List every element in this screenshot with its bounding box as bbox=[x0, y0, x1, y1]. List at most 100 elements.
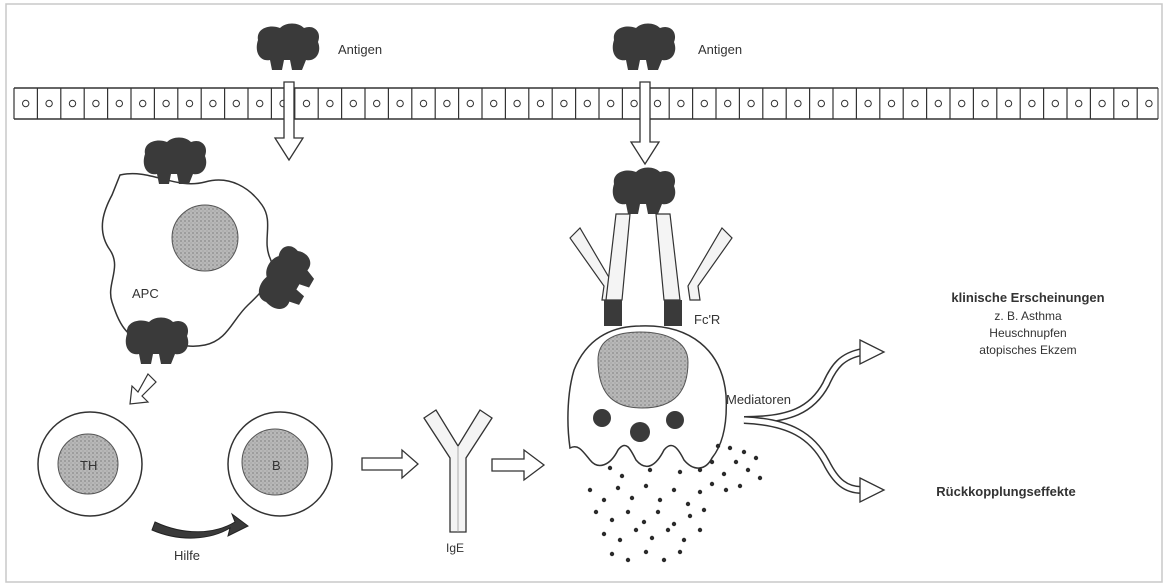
arrow-antigen-right-down bbox=[631, 82, 659, 164]
mediator-particle bbox=[626, 558, 630, 562]
epithelial-cell-nucleus bbox=[795, 100, 801, 106]
mediator-particle bbox=[602, 532, 606, 536]
antigen-label-right: Antigen bbox=[698, 42, 742, 57]
mediator-particle bbox=[610, 518, 614, 522]
help-arrow bbox=[152, 514, 248, 538]
epithelial-cell-layer bbox=[14, 88, 1158, 119]
arrow-apc-to-th bbox=[130, 374, 156, 404]
mediator-particle bbox=[686, 502, 690, 506]
mediator-particle bbox=[698, 468, 702, 472]
mediator-particle bbox=[616, 486, 620, 490]
epithelial-cell-nucleus bbox=[163, 100, 169, 106]
mediator-particle bbox=[662, 558, 666, 562]
antigen-icon-bound bbox=[613, 168, 676, 215]
fc-receptor-label: Fc'R bbox=[694, 312, 720, 327]
epithelial-cell-nucleus bbox=[93, 100, 99, 106]
epithelial-cell-nucleus bbox=[116, 100, 122, 106]
mediator-particles bbox=[588, 444, 762, 562]
bound-ige-left bbox=[570, 214, 630, 326]
epithelial-cell-nucleus bbox=[420, 100, 426, 106]
epithelial-cell-nucleus bbox=[701, 100, 707, 106]
epithelial-cell-nucleus bbox=[374, 100, 380, 106]
mediator-particle bbox=[724, 488, 728, 492]
mediator-particle bbox=[642, 520, 646, 524]
clinical-example-2: Heuschnupfen bbox=[989, 326, 1066, 340]
epithelial-cell-nucleus bbox=[233, 100, 239, 106]
antigen-label-left: Antigen bbox=[338, 42, 382, 57]
ige-label: IgE bbox=[446, 541, 464, 555]
mediator-particle bbox=[658, 498, 662, 502]
epithelial-cell-nucleus bbox=[608, 100, 614, 106]
epithelial-cell-nucleus bbox=[1005, 100, 1011, 106]
granule-3 bbox=[666, 411, 684, 429]
bound-ige-right bbox=[656, 214, 732, 326]
arrow-ige-to-mast bbox=[492, 450, 544, 480]
epithelial-cell-nucleus bbox=[467, 100, 473, 106]
epithelial-cell-nucleus bbox=[725, 100, 731, 106]
mediator-particle bbox=[588, 488, 592, 492]
epithelial-cell-nucleus bbox=[818, 100, 824, 106]
antigen-icon-apc-bottom bbox=[126, 318, 189, 365]
mediator-particle bbox=[626, 510, 630, 514]
arrow-b-to-ige bbox=[362, 450, 418, 478]
granule-1 bbox=[593, 409, 611, 427]
epithelial-cell-nucleus bbox=[865, 100, 871, 106]
epithelial-cell-nucleus bbox=[327, 100, 333, 106]
clinical-example-3: atopisches Ekzem bbox=[979, 343, 1076, 357]
clinical-title: klinische Erscheinungen bbox=[951, 290, 1104, 305]
arrowhead-feedback bbox=[860, 478, 884, 502]
mediator-particle bbox=[656, 510, 660, 514]
mediator-particle bbox=[602, 498, 606, 502]
epithelial-cell-nucleus bbox=[1099, 100, 1105, 106]
antigen-icon-right bbox=[613, 24, 676, 71]
epithelial-cell-nucleus bbox=[912, 100, 918, 106]
arrow-antigen-left-down bbox=[275, 82, 303, 160]
mediator-particle bbox=[722, 472, 726, 476]
epithelial-cell-nucleus bbox=[1122, 100, 1128, 106]
epithelial-cell-nucleus bbox=[678, 100, 684, 106]
mediator-particle bbox=[688, 514, 692, 518]
mediator-particle bbox=[618, 538, 622, 542]
mediator-particle bbox=[594, 510, 598, 514]
mediator-particle bbox=[754, 456, 758, 460]
mediator-particle bbox=[610, 552, 614, 556]
epithelial-cell-nucleus bbox=[186, 100, 192, 106]
apc-nucleus bbox=[172, 205, 238, 271]
mediator-particle bbox=[620, 474, 624, 478]
mediator-particle bbox=[672, 522, 676, 526]
epithelial-cell-nucleus bbox=[210, 100, 216, 106]
mediator-particle bbox=[678, 550, 682, 554]
epithelial-cell-nucleus bbox=[303, 100, 309, 106]
epithelial-cell-nucleus bbox=[1029, 100, 1035, 106]
mediator-particle bbox=[644, 550, 648, 554]
epithelial-cell-nucleus bbox=[350, 100, 356, 106]
epithelial-cell-nucleus bbox=[561, 100, 567, 106]
mediator-particle bbox=[666, 528, 670, 532]
mediator-particle bbox=[608, 466, 612, 470]
help-label: Hilfe bbox=[174, 548, 200, 563]
b-label: B bbox=[272, 458, 281, 473]
epithelial-cell-nucleus bbox=[397, 100, 403, 106]
mediator-particle bbox=[678, 470, 682, 474]
epithelial-cell-nucleus bbox=[888, 100, 894, 106]
ige-antibody bbox=[424, 410, 492, 532]
clinical-example-1: z. B. Asthma bbox=[994, 309, 1062, 323]
mediator-particle bbox=[746, 468, 750, 472]
mediator-particle bbox=[758, 476, 762, 480]
mediator-particle bbox=[672, 488, 676, 492]
epithelial-cell-nucleus bbox=[842, 100, 848, 106]
arrowhead-clinical bbox=[860, 340, 884, 364]
epithelial-cell-nucleus bbox=[982, 100, 988, 106]
mediator-particle bbox=[682, 538, 686, 542]
mediator-particle bbox=[644, 484, 648, 488]
epithelial-cell-nucleus bbox=[959, 100, 965, 106]
mediator-particle bbox=[630, 496, 634, 500]
epithelial-cell-nucleus bbox=[935, 100, 941, 106]
epithelial-cell-nucleus bbox=[140, 100, 146, 106]
mediator-particle bbox=[728, 446, 732, 450]
epithelial-cell-nucleus bbox=[514, 100, 520, 106]
mediator-particle bbox=[650, 536, 654, 540]
mediator-particle bbox=[710, 482, 714, 486]
epithelial-cell-nucleus bbox=[771, 100, 777, 106]
